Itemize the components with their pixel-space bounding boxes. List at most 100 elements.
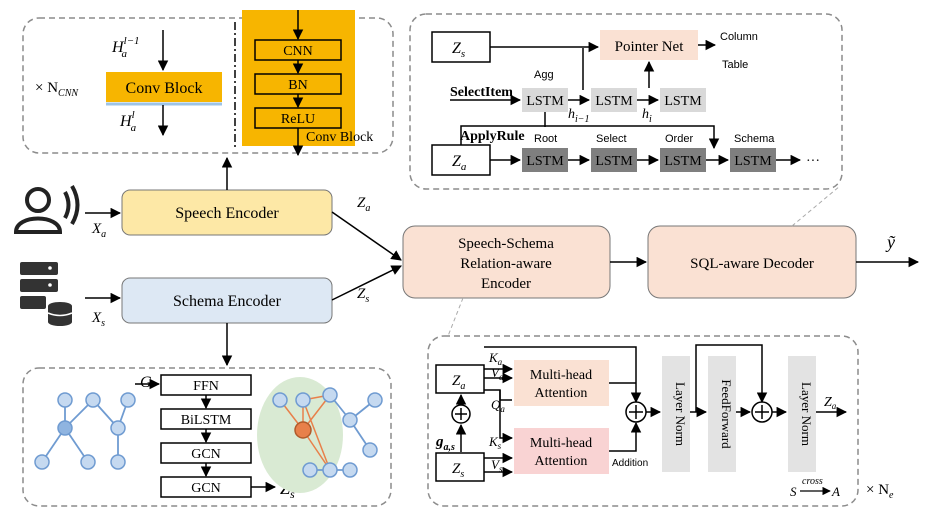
order-label: Order <box>665 133 693 145</box>
relation-encoder-line-3: Encoder <box>481 276 531 292</box>
gcn-1-label: GCN <box>191 447 221 462</box>
za-decoder-box <box>431 144 491 176</box>
conv-block <box>106 72 222 102</box>
zs-encoder-label: Zs <box>452 461 464 480</box>
feedforward-layer <box>708 356 736 472</box>
layer-norm-1 <box>662 356 690 472</box>
h-cur-label: hi <box>642 107 652 125</box>
lstm-dark-1-label: LSTM <box>526 154 564 169</box>
agg-label: Agg <box>534 69 554 81</box>
ka-label: Ka <box>488 350 503 367</box>
gcn-center-node <box>294 421 312 439</box>
g-as-label: ga,s <box>435 434 455 453</box>
relation-encoder-line-2: Relation-aware <box>460 256 552 272</box>
speaker-icon <box>13 184 80 234</box>
qa-self-arrow <box>499 390 512 401</box>
mha2-to-add-arrow <box>609 421 642 452</box>
relation-encoder-line-1: Speech-Schema <box>458 236 554 252</box>
za-encoder-label: Za <box>452 373 465 392</box>
layer-norm-1-label: Layer Norm <box>673 382 688 446</box>
conv-block-label: Conv Block <box>126 80 203 97</box>
select-label: Select <box>596 133 627 145</box>
add-icon-2 <box>755 405 769 419</box>
gcn-graph-nodes <box>272 387 383 478</box>
addition-label: Addition <box>612 458 648 469</box>
schema-graph-panel: G FFN BiLSTM GCN GCN Zs <box>22 367 392 507</box>
lstm-light-1 <box>522 88 568 112</box>
pointer-net-label: Pointer Net <box>615 39 685 55</box>
cnn-repeat-label: × NCNN <box>35 80 79 99</box>
h-prev-label: hi−1 <box>568 107 590 125</box>
select-item-label: SelectItem <box>450 85 513 100</box>
lstm-dark-3-label: LSTM <box>664 154 702 169</box>
za-main-label: Za <box>357 195 370 214</box>
cnn-panel-border <box>22 17 394 154</box>
apply-rule-loop <box>460 125 720 150</box>
lstm-dark-2-label: LSTM <box>595 154 633 169</box>
ellipsis-label: ··· <box>806 154 820 169</box>
residual-2-arrow <box>695 344 768 412</box>
schema-encoder-label: Schema Encoder <box>173 293 282 310</box>
mha-1 <box>514 360 609 406</box>
conv-block-caption: Conv Block <box>306 130 373 145</box>
bn-layer-label: BN <box>288 78 307 93</box>
mha-2-line-2: Attention <box>535 454 588 469</box>
cross-s-label: S <box>790 484 797 499</box>
vs-label: Vs <box>491 457 503 474</box>
encoder-panel-border <box>427 335 859 507</box>
sql-decoder-label: SQL-aware Decoder <box>690 256 814 272</box>
ffn-label: FFN <box>193 379 219 394</box>
xa-label: Xa <box>91 221 106 240</box>
cnn-layer-label: CNN <box>283 44 313 59</box>
mha-1-line-1: Multi-head <box>530 368 592 383</box>
qa-label: Qa <box>491 397 505 414</box>
decoder-panel-border <box>409 13 843 190</box>
mha-1-line-2: Attention <box>535 386 588 401</box>
ks-label: Ks <box>488 434 502 451</box>
speech-to-relation-arrow <box>331 211 402 261</box>
schema-label: Schema <box>734 133 775 145</box>
zs-encoder-box <box>435 452 485 482</box>
feedforward-label: FeedForward <box>719 379 734 449</box>
add-icon-1 <box>629 405 643 419</box>
pointer-net <box>600 30 698 60</box>
encoder-zoom-line <box>447 297 464 337</box>
za-decoder-label: Za <box>452 153 467 173</box>
lstm-dark-3 <box>660 148 706 172</box>
lstm-light-2-label: LSTM <box>595 94 633 109</box>
schema-panel-border <box>22 367 392 507</box>
decoder-panel: Zs Pointer Net Column Table Agg SelectIt… <box>409 13 843 190</box>
xs-label: Xs <box>91 310 105 329</box>
lstm-light-3 <box>660 88 706 112</box>
encoder-layer-panel: Za Zs ga,s Ka Va Qa Ks Vs Multi-head Att… <box>427 335 894 507</box>
decoder-zoom-line <box>791 185 841 227</box>
za-out-label: Za <box>824 395 837 411</box>
layer-norm-2-label: Layer Norm <box>799 382 814 446</box>
speech-encoder-label: Speech Encoder <box>175 205 279 222</box>
zs-decoder-box <box>431 31 491 63</box>
cross-label: cross <box>802 476 823 487</box>
za-encoder-box <box>435 364 485 394</box>
lstm-dark-4 <box>730 148 776 172</box>
lstm-light-2 <box>591 88 637 112</box>
lstm-light-1-label: LSTM <box>526 94 564 109</box>
gcn-2-label: GCN <box>191 481 221 496</box>
lstm-light-3-label: LSTM <box>664 94 702 109</box>
g-label: G <box>140 374 152 391</box>
lstm-dark-2 <box>591 148 637 172</box>
cross-a-label: A <box>831 484 840 499</box>
column-label: Column <box>720 31 758 43</box>
encoder-repeat-label: × Ne <box>866 482 894 501</box>
apply-rule-label: ApplyRule <box>460 129 525 144</box>
table-label: Table <box>722 59 748 71</box>
schema-tree-nodes <box>34 392 136 470</box>
qa-arrow <box>484 389 514 444</box>
mha-2-line-1: Multi-head <box>530 436 592 451</box>
main-pipeline: Xa Xs Speech Encoder Schema Encoder Za Z… <box>13 156 920 367</box>
schema-to-relation-arrow <box>331 265 402 301</box>
relu-layer-label: ReLU <box>281 112 315 127</box>
